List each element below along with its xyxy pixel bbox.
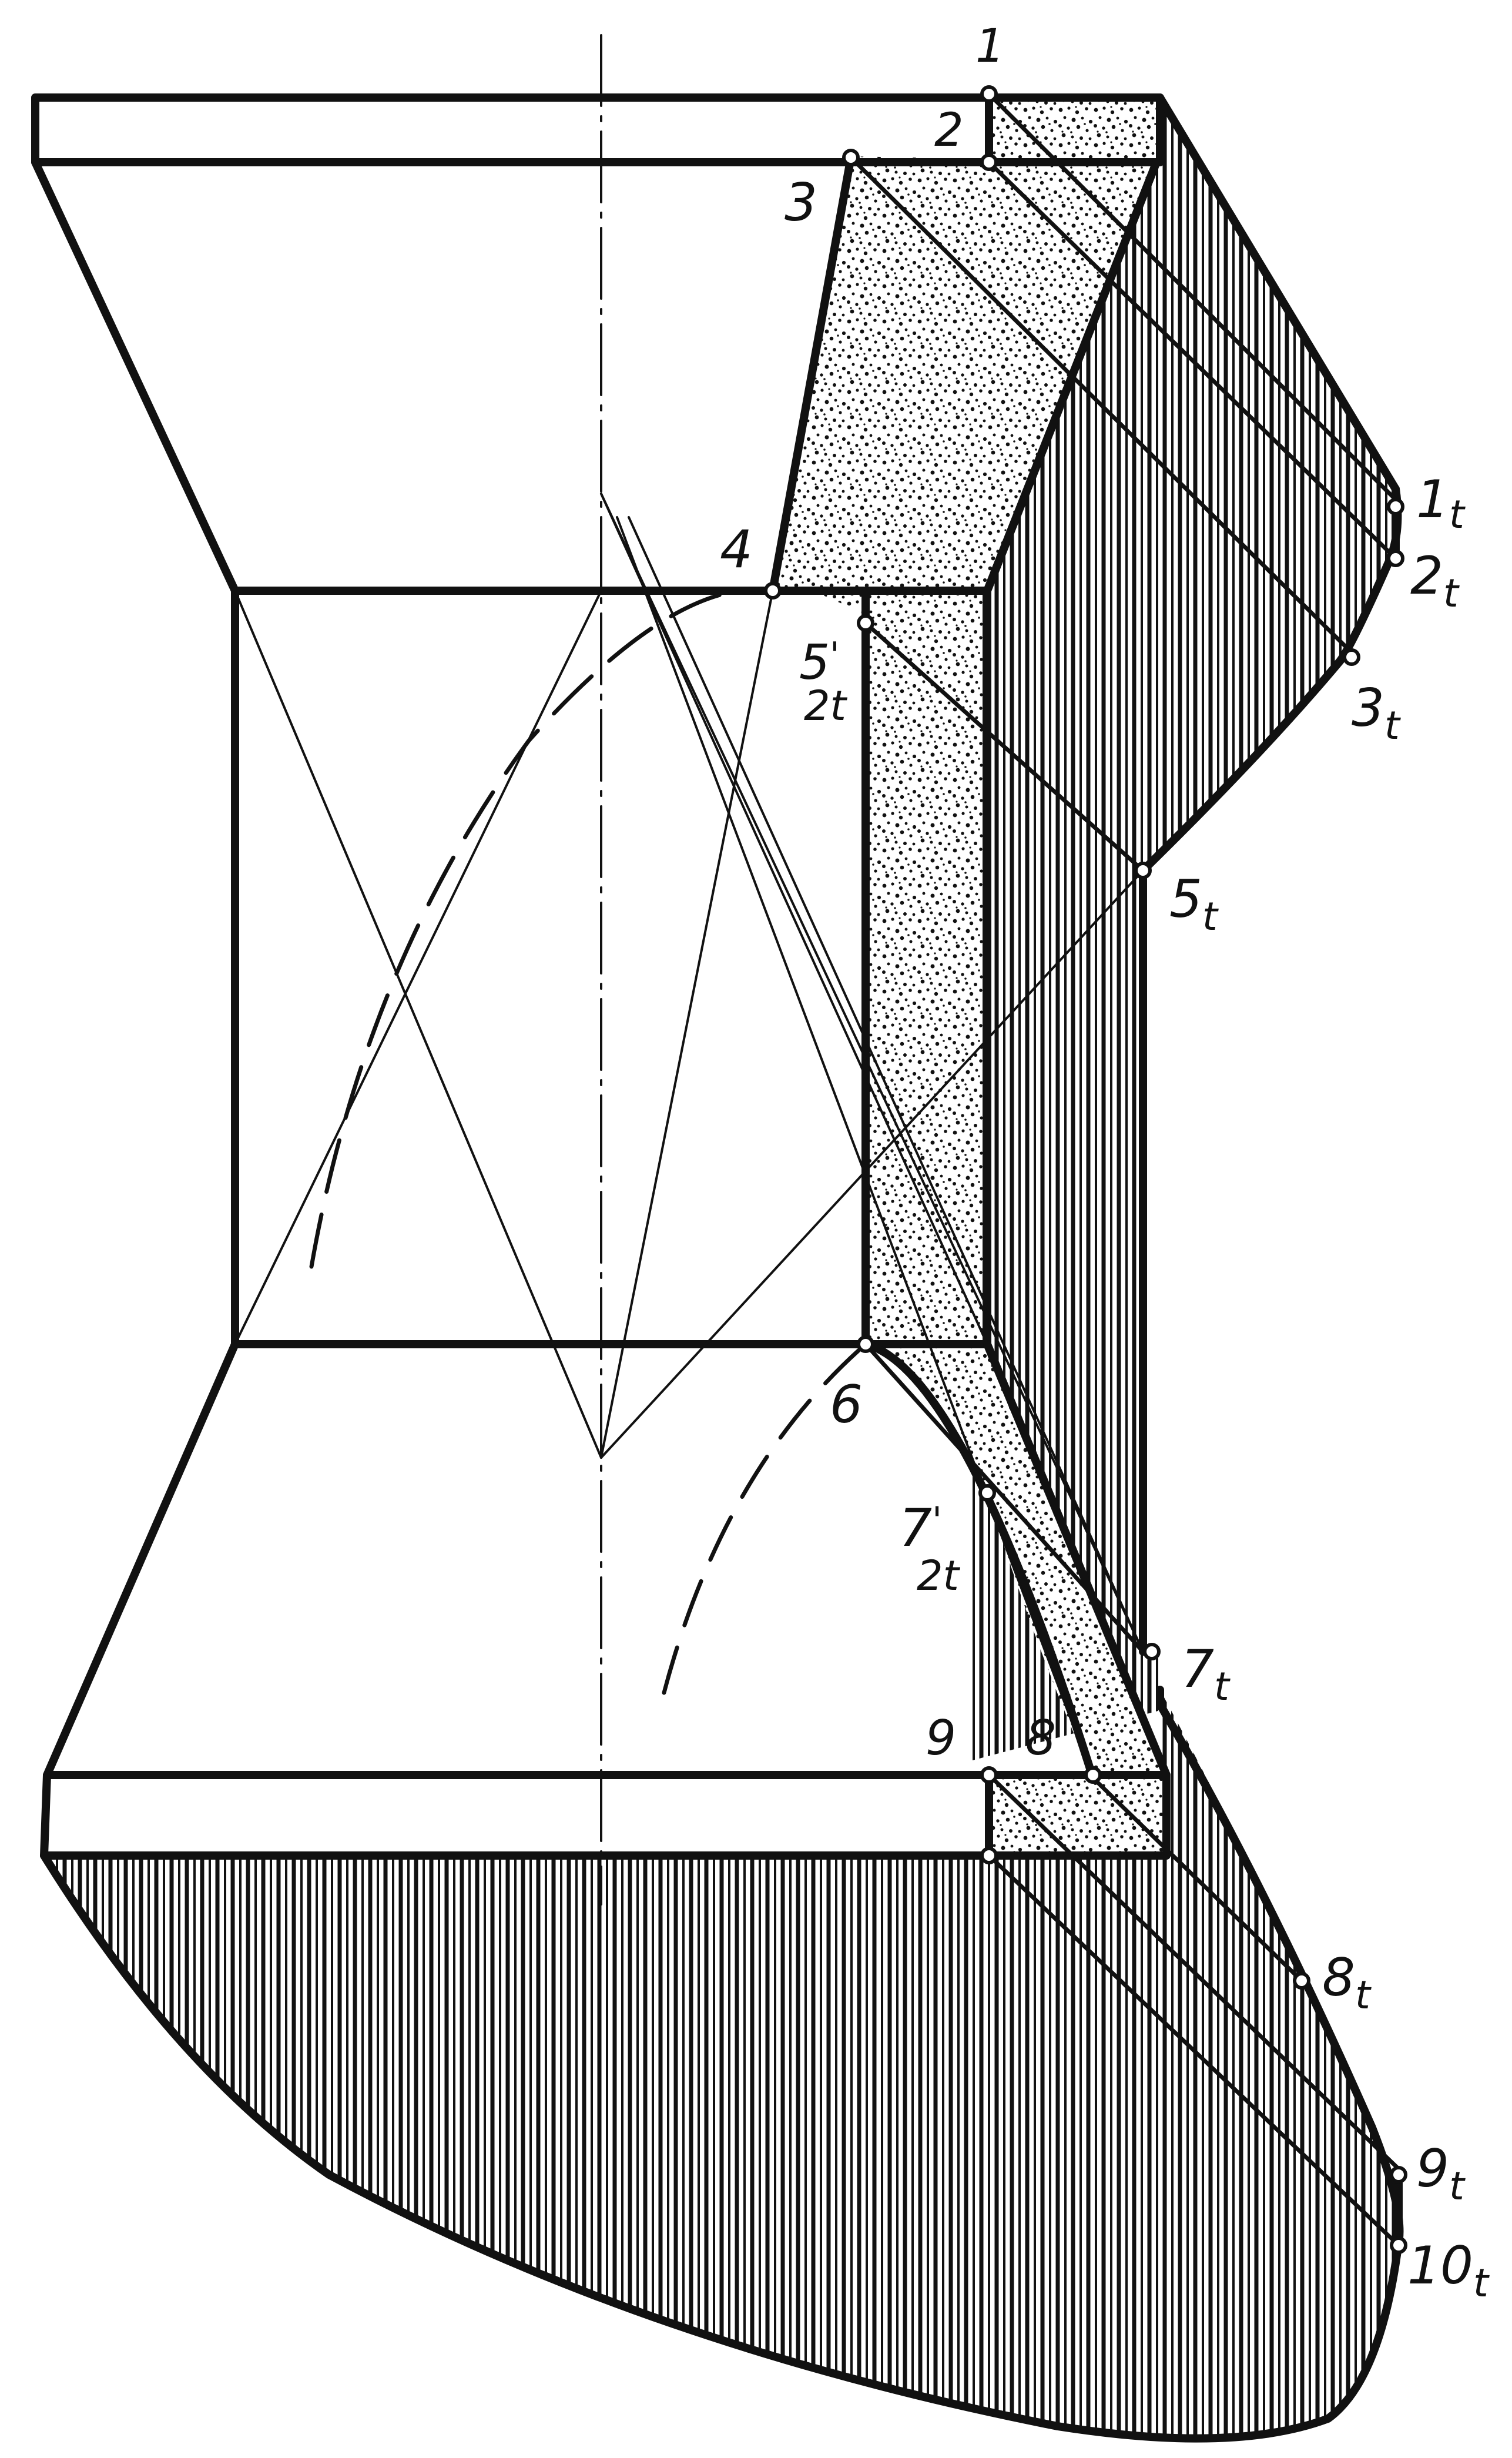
diag-left-low (234, 590, 602, 1345)
point-10t (1390, 2236, 1407, 2254)
labels: 1 2 3 4 5' 2t 6 7' 2t 8 9 1t 2t 3t 5t 7t (720, 20, 1490, 2306)
bottom-flange (40, 1771, 1171, 1860)
point-9t (1390, 2166, 1407, 2184)
ray-9-9t (987, 1773, 1401, 2171)
point-3 (842, 149, 860, 166)
point-5-prime (857, 614, 874, 632)
label-5-prime: 5' (799, 635, 840, 691)
label-8: 8 (1025, 1710, 1056, 1766)
lower-shadow-outline (40, 1686, 1404, 2443)
point-8 (1084, 1766, 1102, 1784)
ray-1-1t (987, 92, 1398, 502)
label-5-prime-sub: 2t (804, 682, 848, 730)
cast-shadow (44, 95, 1400, 2437)
diag-to-5t (600, 869, 1144, 1459)
label-1: 1 (975, 20, 1005, 73)
cylinder-shade (813, 591, 983, 1344)
point-5t (1134, 862, 1152, 879)
point-7t (1143, 1643, 1161, 1660)
point-10 (980, 1847, 998, 1864)
label-7-prime-sub: 2t (917, 1552, 961, 1600)
ray-3-3t (849, 155, 1354, 655)
label-1t: 1t (1416, 469, 1466, 537)
ray-10-10t (987, 1853, 1401, 2248)
dashed-curve-upper (309, 587, 775, 1269)
label-9: 9 (926, 1710, 956, 1766)
ray-6-7t (863, 1342, 1145, 1654)
ray-5-5t (863, 621, 1145, 873)
point-2t (1387, 550, 1404, 567)
dashed-curve-lower (662, 1342, 868, 1695)
label-6: 6 (830, 1374, 863, 1435)
point-8t (1293, 1972, 1310, 1990)
label-9t: 9t (1416, 2138, 1466, 2209)
cylinder (231, 587, 991, 1348)
point-3t (1343, 648, 1360, 666)
point-1 (980, 85, 998, 103)
point-1t (1387, 498, 1404, 515)
point-4 (764, 582, 782, 600)
label-2t: 2t (1410, 545, 1460, 616)
label-7-prime: 7' (899, 1498, 942, 1558)
ray-b (600, 493, 988, 1345)
label-10t: 10t (1407, 2235, 1490, 2306)
diag-left-up (234, 590, 602, 1459)
label-4: 4 (720, 519, 753, 580)
label-5t: 5t (1169, 869, 1219, 939)
label-7t: 7t (1181, 1639, 1231, 1709)
lower-cone (43, 1340, 1171, 1782)
upper-cone-shade (773, 156, 1156, 591)
point-7-prime (978, 1484, 996, 1502)
ray-d (628, 516, 1144, 1653)
ray-a (600, 493, 1144, 1653)
lower-flange-shade (987, 1775, 1166, 1854)
point-6 (857, 1335, 874, 1353)
point-9 (980, 1766, 998, 1784)
label-8t: 8t (1322, 1947, 1372, 2018)
ray-2-2t (987, 160, 1398, 561)
point-2 (980, 153, 998, 171)
ray-8-8t (1091, 1776, 1304, 1983)
shadow-vertical-edges (1392, 485, 1403, 2246)
object-outline (31, 93, 1404, 2443)
construction-lines (234, 34, 1401, 2248)
label-3t: 3t (1352, 678, 1401, 748)
upper-shadow-region (973, 95, 1397, 1760)
upper-flange-shade (987, 99, 1160, 162)
points (764, 85, 1407, 2254)
diag-from-4 (600, 590, 774, 1459)
label-2: 2 (934, 104, 964, 157)
label-3: 3 (785, 172, 817, 233)
lower-shadow-region (44, 1690, 1400, 2437)
ray-c (616, 516, 1094, 1779)
